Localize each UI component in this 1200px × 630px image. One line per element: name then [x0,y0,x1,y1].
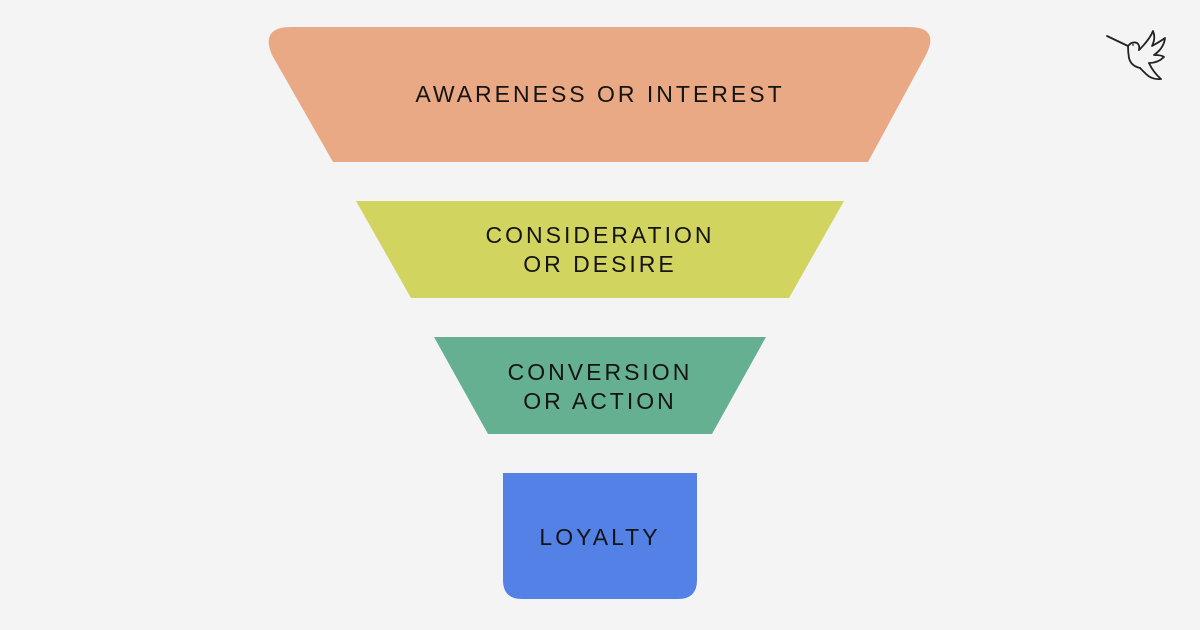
stage-label-awareness: AWARENESS OR INTEREST [333,60,867,128]
stage-label-line: AWARENESS OR INTEREST [415,80,785,107]
stage-label-conversion: CONVERSION OR ACTION [488,356,712,418]
funnel-stage-consideration [356,201,844,298]
funnel-stage-conversion [434,337,766,434]
stage-label-line: OR ACTION [523,388,677,414]
stage-label-line: OR DESIRE [523,251,677,277]
funnel-stage-awareness [268,27,931,162]
stage-label-line: LOYALTY [539,523,661,550]
stage-label-line: CONVERSION [507,359,693,385]
hummingbird-icon [1106,30,1166,81]
funnel-stage-loyalty [503,473,697,599]
stage-label-consideration: CONSIDERATION OR DESIRE [411,220,789,280]
stage-label-line: CONSIDERATION [485,222,715,248]
stage-label-loyalty: LOYALTY [503,506,697,568]
